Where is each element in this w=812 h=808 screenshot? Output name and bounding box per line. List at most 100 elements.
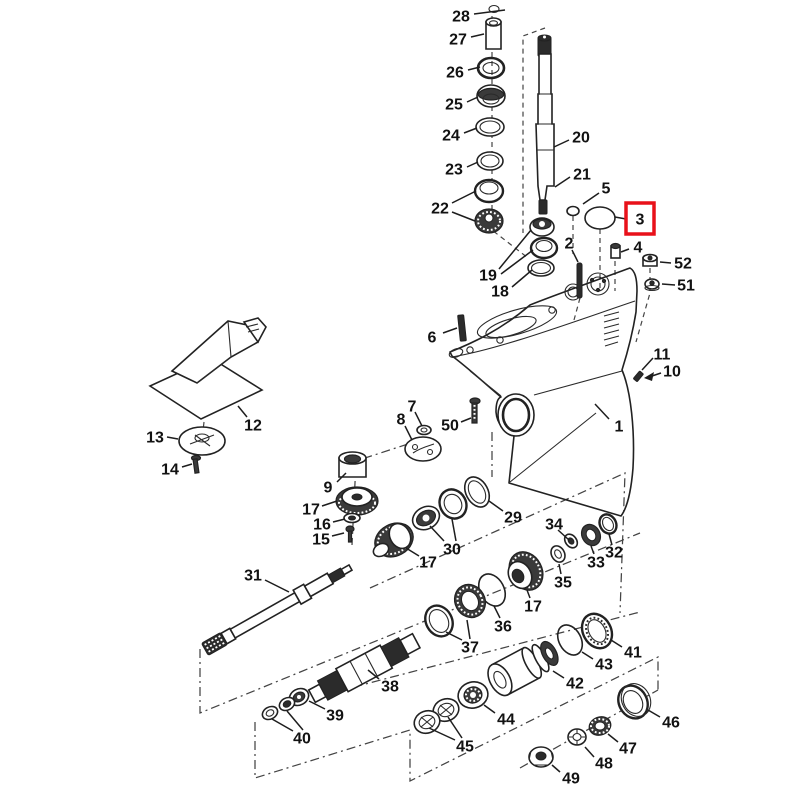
gearcase-housing (448, 267, 638, 517)
cam-shaft-38 (307, 632, 422, 704)
leader-line-part-7 (414, 411, 423, 427)
nut-7 (416, 424, 432, 436)
bearing-37 (424, 583, 487, 638)
dowel-pin-2 (576, 262, 583, 299)
leader-line-part-50 (460, 417, 472, 423)
screw-15 (345, 525, 355, 543)
leader-line-part-8 (404, 425, 413, 441)
part-label-12: 12 (244, 418, 262, 435)
o-ring-5 (566, 205, 580, 217)
leader-line-part-39 (308, 700, 326, 710)
part-label-43: 43 (595, 657, 613, 674)
bearing-cone-30 (411, 505, 441, 531)
part-label-28: 28 (452, 9, 470, 26)
part-label-39: 39 (326, 708, 344, 725)
washer-16 (343, 512, 361, 524)
spacer-46 (617, 683, 652, 720)
part-label-6: 6 (428, 330, 437, 347)
part-label-48: 48 (595, 756, 613, 773)
trim-tab-12 (148, 317, 267, 420)
nut-52 (642, 253, 658, 267)
leader-line-part-30 (451, 518, 457, 542)
leader-line-part-12 (237, 405, 248, 418)
leader-line-part-49 (551, 764, 561, 773)
washers-40 (261, 696, 296, 721)
part-label-23: 23 (445, 162, 463, 179)
highlight-box-part-3 (624, 201, 656, 236)
bearing-33 (580, 523, 602, 547)
leader-line-part-46 (647, 709, 661, 718)
flanged-nut-51 (644, 278, 660, 292)
part-label-15: 15 (312, 532, 330, 549)
part-label-50: 50 (441, 418, 459, 435)
leader-line-part-34 (557, 529, 570, 541)
leader-line-part-15 (331, 532, 345, 537)
bearing-cone-22 (474, 208, 504, 234)
washer-34 (563, 533, 579, 549)
part-label-47: 47 (619, 741, 637, 758)
part-label-16: 16 (313, 517, 331, 534)
part-label-3: 3 (636, 212, 645, 229)
part-label-24: 24 (442, 128, 460, 145)
cover-plate-8 (404, 436, 442, 462)
part-label-20: 20 (572, 130, 590, 147)
bearing-cup-22 (473, 178, 505, 204)
bearing-19 (529, 217, 559, 260)
leader-line-part-22 (451, 190, 477, 204)
leader-line-part-11 (641, 357, 654, 371)
leader-line-part-2 (571, 249, 579, 263)
stud-6 (457, 314, 467, 342)
part-label-32: 32 (605, 545, 623, 562)
part-label-17: 17 (302, 502, 320, 519)
part-label-30: 30 (443, 542, 461, 559)
driveshaft (535, 34, 555, 215)
leader-line-part-24 (463, 127, 478, 134)
leader-line-part-40 (286, 710, 304, 731)
leader-line-part-23 (466, 161, 479, 168)
leader-line-part-14 (181, 463, 193, 468)
part-label-22: 22 (431, 201, 449, 218)
part-label-45: 45 (456, 739, 474, 756)
water-intake-vents (603, 311, 620, 347)
part-label-37: 37 (461, 640, 479, 657)
leader-line-part-44 (483, 704, 496, 714)
bearing-44 (457, 681, 489, 709)
leader-line-part-45 (447, 716, 463, 739)
anode-washer-13 (178, 426, 226, 456)
part-label-1: 1 (615, 419, 624, 436)
part-label-9: 9 (324, 480, 333, 497)
part-label-19: 19 (479, 268, 497, 285)
part-label-41: 41 (624, 645, 642, 662)
bushing-27 (485, 17, 502, 50)
leader-line-part-22 (451, 211, 476, 222)
bearing-25 (476, 84, 506, 108)
leader-line-part-43 (581, 651, 594, 660)
fitting-4 (610, 242, 621, 259)
part-label-36: 36 (494, 619, 512, 636)
leader-line-part-32 (608, 533, 613, 546)
part-label-7: 7 (408, 399, 417, 416)
ring-32 (598, 513, 618, 535)
screw-50 (469, 397, 481, 424)
part-label-26: 26 (446, 65, 464, 82)
nut-49 (528, 746, 554, 768)
bushing-9 (338, 451, 367, 478)
leader-line-part-19 (500, 249, 534, 275)
leader-line-part-16 (332, 518, 346, 523)
tab-washer-48 (567, 728, 587, 746)
leader-line-part-17 (526, 589, 531, 599)
leader-line-part-48 (584, 746, 595, 758)
screw-14 (190, 454, 202, 474)
leader-line-part-18 (511, 269, 533, 288)
part-label-17: 17 (524, 599, 542, 616)
forward-gear-17 (372, 522, 414, 558)
part-label-4: 4 (634, 240, 643, 257)
leader-line-part-37 (445, 631, 463, 641)
part-label-29: 29 (504, 510, 522, 527)
leader-line-part-10 (648, 372, 662, 378)
part-label-5: 5 (602, 181, 611, 198)
part-label-8: 8 (397, 412, 406, 429)
part-label-2: 2 (565, 236, 574, 253)
part-label-17: 17 (419, 555, 437, 572)
